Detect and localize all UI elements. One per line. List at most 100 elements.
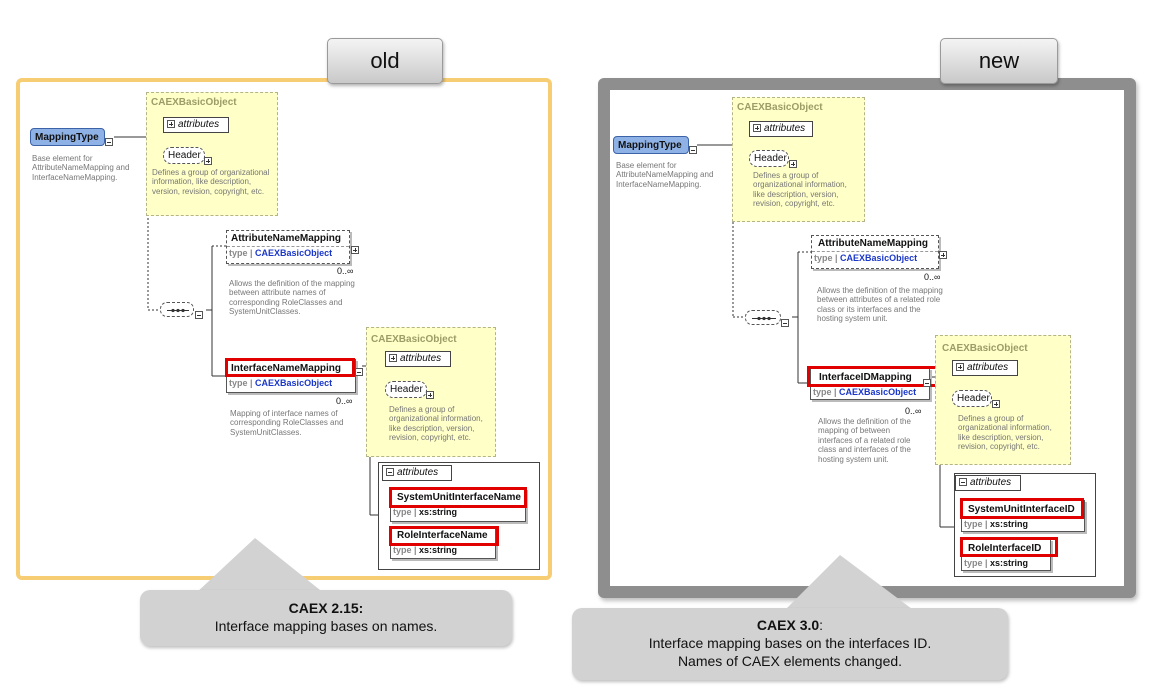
old-callout-pointer [195, 538, 325, 594]
old-attributes-box-1[interactable]: attributes [163, 117, 229, 133]
new-callout-line1: Interface mapping bases on the interface… [648, 635, 932, 651]
new-attributes-box-1[interactable]: attributes [749, 121, 813, 137]
attributes-label: attributes [397, 467, 439, 478]
type-label: type [964, 558, 983, 568]
old-attributes-box-2[interactable]: attributes [385, 351, 451, 367]
new-mapping-type-desc: Base element for AttributeNameMapping an… [616, 161, 714, 189]
type-label: type [229, 248, 248, 258]
new-group-title-2: CAEXBasicObject [942, 343, 1028, 354]
old-sequence-collapse-icon[interactable] [195, 305, 206, 323]
attributes-label: attributes [970, 477, 1012, 488]
new-header-expand-icon-2[interactable] [992, 394, 1003, 412]
type-value: CAEXBasicObject [840, 253, 918, 263]
old-sequence-icon[interactable] [160, 302, 194, 317]
new-iface-mapping-multiplicity: 0..∞ [905, 406, 922, 416]
new-sequence-icon[interactable] [745, 310, 781, 325]
old-header-node-1[interactable]: Header [163, 147, 205, 164]
old-attr-mapping-desc: Allows the definition of the mapping bet… [229, 279, 355, 317]
new-header-node-1[interactable]: Header [749, 150, 789, 167]
attributes-label: attributes [967, 362, 1009, 373]
old-iface-mapping-desc: Mapping of interface names of correspond… [230, 409, 344, 437]
sequence-icon [752, 316, 776, 321]
old-attr1-highlight [389, 487, 527, 508]
collapse-icon [386, 468, 394, 476]
old-attr2-highlight [389, 526, 499, 546]
new-attr-mapping-expand-icon[interactable] [939, 245, 950, 263]
new-group-title-1: CAEXBasicObject [737, 102, 823, 113]
old-mapping-type-node[interactable]: MappingType [30, 128, 105, 146]
new-iface-mapping-collapse-icon[interactable] [923, 373, 934, 391]
attribute-name-mapping-label: AttributeNameMapping [227, 231, 349, 247]
type-value: CAEXBasicObject [255, 248, 333, 258]
new-callout: CAEX 3.0: Interface mapping bases on the… [572, 608, 1008, 680]
old-header-desc-1: Defines a group of organizational inform… [152, 168, 270, 196]
type-value: xs:string [990, 558, 1029, 568]
attributes-label: attributes [400, 353, 442, 364]
collapse-icon [959, 478, 967, 486]
expand-icon [753, 124, 761, 132]
new-iface-mapping-desc: Allows the definition of the mapping of … [818, 417, 911, 464]
mapping-type-label: MappingType [35, 132, 99, 143]
new-attr1-highlight [960, 498, 1084, 519]
new-callout-title: CAEX 3.0 [756, 617, 820, 633]
expand-icon [956, 363, 964, 371]
attributes-label: attributes [764, 123, 806, 134]
expand-icon [167, 120, 175, 128]
new-attr-mapping-desc: Allows the definition of the mapping bet… [817, 286, 943, 324]
old-attr-mapping-expand-icon[interactable] [351, 240, 362, 258]
mapping-type-label: MappingType [618, 140, 682, 151]
old-header-node-2[interactable]: Header [385, 381, 427, 398]
new-attr-mapping-multiplicity: 0..∞ [924, 272, 941, 282]
old-callout: CAEX 2.15: Interface mapping bases on na… [140, 590, 512, 646]
new-attributes-box-2[interactable]: attributes [952, 360, 1018, 376]
new-header-desc-1: Defines a group of organizational inform… [753, 171, 847, 209]
new-header-expand-icon-1[interactable] [789, 154, 800, 172]
type-label: type [813, 387, 832, 397]
old-attributes-header[interactable]: attributes [382, 465, 452, 481]
new-attributes-header[interactable]: attributes [955, 475, 1021, 491]
type-label: type [964, 519, 983, 529]
new-attr2-highlight [960, 537, 1058, 557]
type-label: type [393, 545, 412, 555]
type-value: xs:string [990, 519, 1029, 529]
new-mapping-type-collapse-icon[interactable] [689, 140, 700, 158]
header-label: Header [754, 153, 787, 164]
header-label: Header [957, 393, 990, 404]
attribute-name-mapping-label: AttributeNameMapping [812, 236, 938, 252]
new-sequence-collapse-icon[interactable] [781, 313, 792, 331]
old-callout-text: Interface mapping bases on names. [214, 618, 438, 634]
old-attribute-name-mapping-node[interactable]: AttributeNameMapping type | CAEXBasicObj… [226, 230, 350, 264]
old-mapping-type-collapse-icon[interactable] [105, 132, 116, 150]
old-attributes-group [378, 462, 540, 570]
attributes-label: attributes [178, 119, 220, 130]
type-label: type [229, 378, 248, 388]
old-iface-mapping-highlight [225, 358, 355, 377]
new-callout-title-suffix: : [819, 617, 824, 633]
new-attribute-name-mapping-node[interactable]: AttributeNameMapping type | CAEXBasicObj… [811, 235, 939, 269]
new-header-node-2[interactable]: Header [952, 390, 992, 407]
new-callout-line2: Names of CAEX elements changed. [677, 653, 903, 669]
old-header-desc-2: Defines a group of organizational inform… [389, 405, 483, 443]
type-label: type [393, 507, 412, 517]
new-header-desc-2: Defines a group of organizational inform… [958, 414, 1052, 452]
header-label: Header [390, 384, 423, 395]
type-value: xs:string [419, 507, 458, 517]
sequence-icon [167, 308, 189, 313]
type-value: xs:string [419, 545, 458, 555]
new-mapping-type-node[interactable]: MappingType [613, 136, 689, 154]
old-header-expand-icon-1[interactable] [204, 151, 215, 169]
old-mapping-type-desc: Base element for AttributeNameMapping an… [32, 154, 130, 182]
type-value: CAEXBasicObject [255, 378, 333, 388]
tab-new: new [940, 38, 1058, 84]
type-label: type [814, 253, 833, 263]
old-callout-title: CAEX 2.15: [288, 600, 364, 616]
new-callout-pointer [780, 555, 920, 615]
new-attributes-group [954, 473, 1096, 577]
tab-old-label: old [370, 48, 400, 73]
expand-icon [389, 354, 397, 362]
old-group-title-1: CAEXBasicObject [151, 97, 237, 108]
old-iface-mapping-collapse-icon[interactable] [355, 362, 366, 380]
tab-old: old [327, 38, 443, 84]
old-header-expand-icon-2[interactable] [426, 385, 437, 403]
old-attr-mapping-multiplicity: 0..∞ [337, 266, 354, 276]
